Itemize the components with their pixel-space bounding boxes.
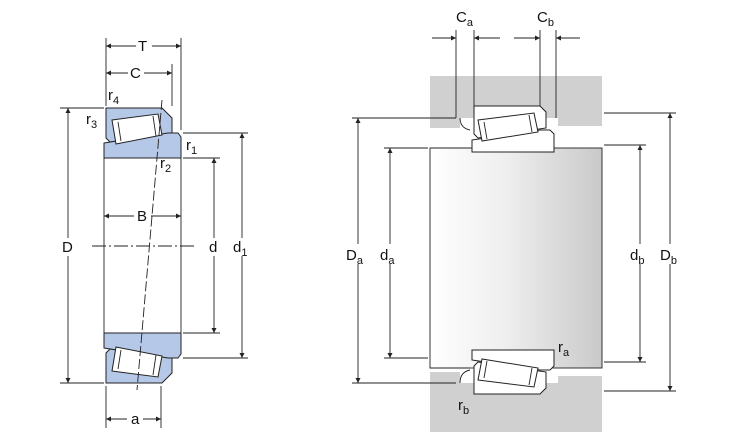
right-dimension-lines [352, 30, 676, 392]
label-d: d [209, 239, 217, 256]
arrowhead [239, 133, 245, 138]
housing-top [430, 76, 602, 128]
label-r3: r3 [86, 111, 97, 131]
mounting-cross-section [429, 76, 603, 432]
arrowhead [556, 35, 561, 41]
arrowhead [65, 378, 71, 383]
arrowhead [474, 35, 479, 41]
label-T: T [138, 38, 147, 55]
arrowhead [451, 35, 456, 41]
label-D: D [62, 239, 73, 256]
arrowhead [156, 416, 161, 422]
arrowhead [106, 43, 111, 49]
label-Db: Db [660, 247, 677, 267]
arrowhead [387, 353, 393, 358]
roller-bottom [111, 346, 163, 378]
label-Ca: Ca [456, 9, 474, 29]
arrowhead [239, 353, 245, 358]
label-db: db [630, 247, 644, 267]
arrowhead [667, 113, 673, 118]
arrowhead [355, 118, 361, 123]
label-B: B [137, 208, 147, 225]
label-da: da [380, 247, 395, 267]
arrowhead [211, 328, 217, 333]
label-C: C [130, 65, 141, 82]
arrowhead [167, 70, 172, 76]
mounted-inner-ring-top [471, 129, 555, 153]
arrowhead [106, 70, 111, 76]
bearing-cross-section [92, 99, 195, 391]
arrowhead [637, 145, 643, 150]
label-a: a [131, 411, 140, 428]
shaft [429, 147, 603, 369]
arrowhead [535, 35, 540, 41]
arrowhead [176, 213, 181, 219]
label-r4: r4 [108, 87, 119, 107]
arrowhead [637, 357, 643, 362]
label-r2: r2 [160, 155, 171, 175]
label-rb: rb [458, 397, 469, 417]
label-r1: r1 [186, 137, 197, 157]
arrowhead [176, 43, 181, 49]
arrowhead [65, 108, 71, 113]
arrowhead [355, 378, 361, 383]
housing-bottom [430, 372, 602, 432]
arrowhead [387, 148, 393, 153]
left-dimension-lines [60, 38, 248, 428]
label-ra: ra [558, 339, 570, 359]
arrowhead [211, 158, 217, 163]
arrowhead [104, 213, 109, 219]
roller-top [111, 113, 163, 145]
mounted-inner-ring-bottom [471, 349, 555, 371]
arrowhead [667, 386, 673, 391]
mounted-roller-bottom [477, 358, 539, 388]
label-d1: d1 [233, 239, 247, 259]
label-Da: Da [346, 247, 364, 267]
arrowhead [106, 416, 111, 422]
mounted-roller-top [477, 112, 539, 142]
label-Cb: Cb [537, 9, 554, 29]
dimension-arrowheads [65, 35, 673, 422]
